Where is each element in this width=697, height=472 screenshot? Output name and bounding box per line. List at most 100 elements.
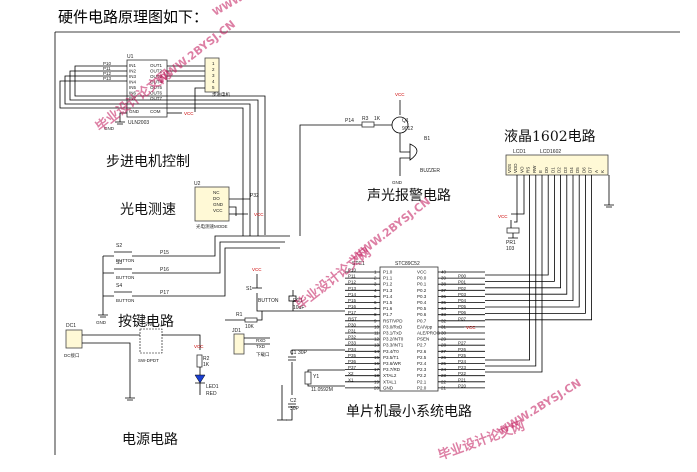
u1-output-pin: OUT7 xyxy=(150,96,162,101)
dc1-ref: DC1 xyxy=(66,323,76,329)
reset-section: VCC S1 BUTTON EC1 10uF R1 10K xyxy=(225,267,345,330)
jd1-ref: JD1 xyxy=(232,328,241,334)
keys-gnd-wire xyxy=(98,256,108,318)
motor-connector-pin: 1 xyxy=(212,61,215,66)
download-port-section: JD1 RXD TXD 下载口 xyxy=(232,328,270,358)
mcu-right-net: P01 xyxy=(458,280,467,285)
ec1-capacitor xyxy=(288,295,297,302)
mcu-left-pin: P3.3/INT1 xyxy=(383,343,404,348)
mcu-left-net: P30 xyxy=(348,322,357,327)
mcu-left-pin: P1.2 xyxy=(383,282,393,287)
motor-connector-pin: 2 xyxy=(212,67,215,72)
mcu-right-pin: P2.0 xyxy=(417,385,427,390)
bus-p11 xyxy=(69,70,259,236)
buzzer-symbol xyxy=(409,143,418,161)
q1-part: 9012 xyxy=(402,126,413,132)
u1-output-wires xyxy=(167,65,205,82)
mcu-left-pin: P3.5/T1 xyxy=(383,355,399,360)
mcu-left-pin: P3.7/RD xyxy=(383,367,401,372)
mcu-right-pin: P0.2 xyxy=(417,288,427,293)
mcu-left-pin: P1.7 xyxy=(383,312,393,317)
u1-output-pin: OUT5 xyxy=(150,85,162,90)
mcu-right-pin: P0.4 xyxy=(417,300,427,305)
u1-output-pin: OUT1 xyxy=(150,63,162,68)
lcd-pin-label: RS xyxy=(526,167,531,173)
r1-ref: R1 xyxy=(236,312,243,318)
motor-connector-pin: 3 xyxy=(212,73,215,78)
reset-vcc-label: VCC xyxy=(252,267,262,272)
u1-gnd-label: GND xyxy=(104,126,115,131)
r2-resistor xyxy=(196,354,203,368)
mcu-block-label: 单片机最小系统电路 xyxy=(346,404,472,420)
sw1-out-wire xyxy=(162,334,201,350)
key-net: P15 xyxy=(160,250,169,256)
u2-pin: GND xyxy=(213,202,224,207)
u1-output-pin: OUT6 xyxy=(150,91,162,96)
u2-pin: DO xyxy=(213,196,220,201)
p32-net: P32 xyxy=(250,193,259,199)
lcd-pin-label: E xyxy=(538,170,543,173)
watermark-en-1: WWW.2BYSJ.CN xyxy=(154,18,238,88)
mcu-part: STC89C52 xyxy=(395,261,420,267)
mcu-right-net: P03 xyxy=(458,292,467,297)
keys-gnd-label: GND xyxy=(96,320,107,325)
c2-value: 30P xyxy=(290,406,300,412)
mcu-right-pin: EA/Vpp xyxy=(417,324,433,329)
lcd-vcc-label: VCC xyxy=(498,214,508,219)
mcu-left-net: P11 xyxy=(348,274,356,279)
mcu-left-pin: P3.0/RxD xyxy=(383,324,403,329)
u1-input-pin: IN4 xyxy=(129,80,137,85)
motor-port-net: P12 xyxy=(103,71,112,76)
mcu-right-pin: PSEN xyxy=(417,337,429,342)
mcu-left-net: P17 xyxy=(348,310,357,315)
c2-ref: C2 xyxy=(290,398,297,404)
stc89c52-chip xyxy=(379,266,439,392)
motor-port-net: P13 xyxy=(103,76,112,81)
y1-wires xyxy=(307,369,345,387)
mcu-left-net: P35 xyxy=(348,353,357,358)
buzzer-gnd-label: GND xyxy=(392,180,403,185)
pr1-value: 103 xyxy=(506,246,515,252)
mcu-right-net: P02 xyxy=(458,286,467,291)
mcu-left-net: RST xyxy=(348,316,357,321)
u1-input-pin: IN6 xyxy=(129,91,137,96)
lcd-pin-label: VSS xyxy=(507,164,512,173)
mcu-left-net: P10 xyxy=(348,268,357,273)
r3-ref: R3 xyxy=(362,116,369,122)
motor-label: 步进电机 xyxy=(212,91,230,98)
reset-wires xyxy=(256,290,345,312)
u2-gnd-wire xyxy=(229,206,237,216)
mcu-left-net: X2 xyxy=(348,371,354,376)
r2-value: 1K xyxy=(203,362,210,368)
mcu-right-pin: P0.0 xyxy=(417,276,427,281)
keys-block-label: 按键电路 xyxy=(118,314,174,330)
y1-crystal xyxy=(304,371,312,385)
mcu-right-pin: ALE/PROG xyxy=(417,331,441,336)
lcd-pin-label: A xyxy=(594,170,599,173)
mcu-left-pin: P3.1/TxD xyxy=(383,331,403,336)
r3-value: 1K xyxy=(374,116,381,122)
mcu-right-net: P07 xyxy=(458,316,467,321)
c2-capacitor xyxy=(286,403,296,421)
jd1-wires xyxy=(244,337,270,345)
key-label: BUTTON xyxy=(116,275,134,280)
mcu-left-pin: P1.4 xyxy=(383,294,393,299)
r1-wires xyxy=(225,311,263,321)
power-block-label: 电源电路 xyxy=(122,432,178,448)
c1-value: 30P xyxy=(298,350,308,356)
watermark-en-4: WWW.2BYSJ.CN xyxy=(211,0,293,19)
buzzer-part: BUZZER xyxy=(420,168,440,174)
key-button xyxy=(103,268,175,274)
bus-p14 xyxy=(299,124,345,236)
motor-port-net: P11 xyxy=(103,66,111,71)
mcu-right-net: P05 xyxy=(458,304,467,309)
power-vcc-label: VCC xyxy=(194,344,204,349)
y1-value: 11.0592M xyxy=(311,387,333,393)
dc-jack xyxy=(65,329,83,349)
